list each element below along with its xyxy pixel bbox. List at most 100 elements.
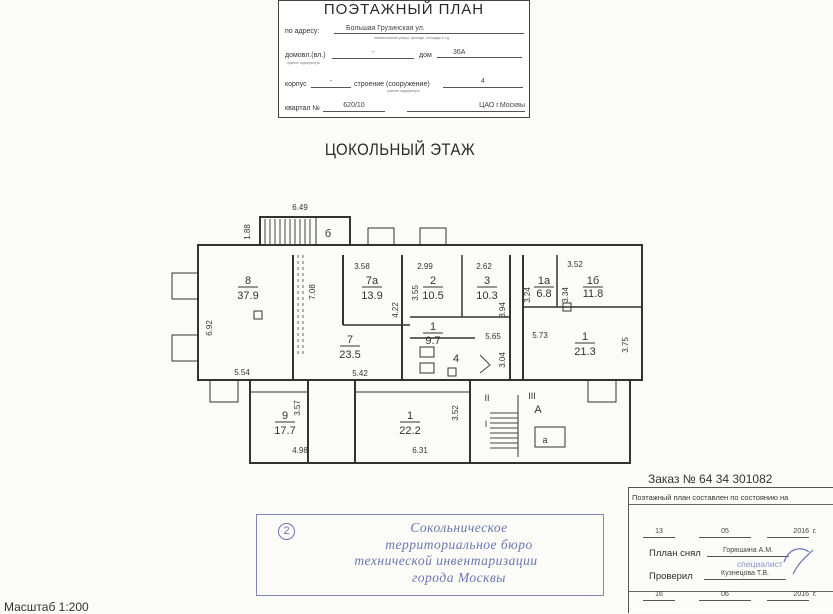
stroenie-value: 4 [443, 78, 523, 88]
specialist-stamp: специалист [737, 559, 783, 569]
stamp-line4: города Москвы [412, 570, 506, 585]
dimension: 2.62 [476, 262, 492, 271]
month2: 06 [699, 591, 751, 601]
title-block: ПОЭТАЖНЫЙ ПЛАН по адресу: Большая Грузин… [278, 0, 530, 118]
dimension: 3.94 [498, 302, 507, 318]
plan-by-name: Горюшина А.М. [707, 547, 789, 557]
dimension: 2.99 [417, 262, 433, 271]
dimension: 1.88 [243, 224, 252, 240]
room-id: 1б [587, 275, 599, 287]
year-suffix2: г. [813, 591, 817, 598]
dimension: 6.49 [292, 203, 308, 212]
window-pit [209, 379, 239, 403]
year-suffix1: г. [813, 528, 817, 535]
address-label: по адресу: [285, 28, 320, 35]
dimension: 3.04 [498, 352, 507, 368]
fixture [562, 302, 572, 312]
outer-wall-lower [249, 379, 631, 464]
dimension: 3.75 [621, 337, 630, 353]
dimension: 3.34 [561, 287, 570, 303]
stair-treads-top [264, 219, 311, 245]
scale-label: Масштаб 1:200 [4, 600, 89, 614]
address-row: по адресу: [285, 28, 525, 35]
stamp-line3: технической инвентаризации [354, 553, 538, 568]
fixture [419, 346, 435, 358]
dimension: 6.31 [412, 446, 428, 455]
floor-plan: 8 37.9 7а 13.9 7 23.5 2 10.5 3 10.3 1 9.… [171, 203, 643, 464]
dimension: 5.73 [532, 331, 548, 340]
dimension: 4.22 [391, 302, 400, 318]
door-arc [479, 354, 491, 374]
room-id: 1а [538, 275, 551, 287]
checked-label: Проверил [649, 571, 693, 582]
room-id: 1 [407, 410, 413, 422]
fixture [419, 362, 435, 374]
room-id: 2 [430, 275, 436, 287]
stair-label-I: I [485, 419, 488, 429]
room-label-A: А [534, 404, 542, 416]
window-pit [587, 379, 617, 403]
room-area: 17.7 [274, 425, 295, 437]
room-area: 6.8 [536, 288, 551, 300]
dimension: 3.52 [567, 260, 583, 269]
plan-by-label: Пллан снял [649, 548, 701, 559]
room-area: 11.8 [583, 288, 604, 300]
kvartal-value: 620/10 [323, 102, 385, 112]
address-value: Большая Грузинская ул. [334, 25, 524, 34]
room-id: 8 [245, 275, 251, 287]
korpus-value: - [311, 78, 351, 88]
room-id: 3 [484, 275, 490, 287]
floor-title: ЦОКОЛЬНЫЙ ЭТАЖ [324, 140, 476, 159]
room-area: 13.9 [361, 290, 382, 302]
room-area: 9.7 [425, 335, 440, 347]
kvartal-label: квартал № [285, 105, 320, 112]
district-value: ЦАО г.Москвы [407, 102, 525, 112]
room-area: 22.2 [399, 425, 420, 437]
order-number: Заказ № 64 34 301082 [648, 472, 773, 486]
year2: 2016 [767, 591, 809, 601]
window-pit [171, 272, 199, 300]
window-pit [171, 334, 199, 362]
signature-mark [783, 548, 814, 575]
stroenie-hint: нужное подчеркнуть [387, 89, 421, 93]
dom-value: 36А [437, 49, 522, 58]
room-label-b: б [325, 228, 331, 240]
stair-label-III: III [528, 391, 536, 401]
room-area: 37.9 [237, 290, 258, 302]
domovl-hint: нужное подчеркнуть [287, 61, 321, 65]
dimension: 6.92 [205, 320, 214, 336]
stroenie-label: строение (сооружение) [354, 81, 430, 88]
stamp-line1: Сокольническое [410, 520, 508, 535]
stair-label-II: II [484, 393, 489, 403]
window-pit [419, 227, 447, 246]
dom-label: дом [419, 52, 432, 59]
room-area: 10.3 [476, 290, 497, 302]
dimension: 4.98 [292, 446, 308, 455]
dimension: 3.55 [411, 285, 420, 301]
status-header: Поэтажный план составлен по состоянию на [632, 493, 789, 502]
window-pit [367, 227, 395, 246]
room-id: 9 [282, 410, 288, 422]
room-id: 1 [430, 321, 436, 333]
day1: 13 [643, 528, 675, 538]
room-area: 21.3 [574, 346, 595, 358]
dimension: 3.24 [523, 287, 532, 303]
room-area: 23.5 [339, 349, 360, 361]
room-id: 1 [582, 331, 588, 343]
dimension: 5.42 [352, 369, 368, 378]
day2: 16 [643, 591, 675, 601]
dimension: 7.08 [308, 284, 317, 300]
year1: 2016 [767, 528, 809, 538]
korpus-label: корпус [285, 81, 307, 88]
dimension: 3.57 [293, 400, 302, 416]
stamp-number: 2 [278, 523, 295, 540]
landing-a [534, 426, 566, 448]
document-title: ПОЭТАЖНЫЙ ПЛАН [323, 1, 485, 18]
month1: 05 [699, 528, 751, 538]
dimension: 5.54 [234, 368, 250, 377]
domovl-value: - [332, 49, 414, 59]
dimension: 3.52 [451, 405, 460, 421]
dimension: 5.65 [485, 332, 501, 341]
domovl-label: домовл.(вл.) [285, 52, 326, 59]
room-id: 7 [347, 334, 353, 346]
